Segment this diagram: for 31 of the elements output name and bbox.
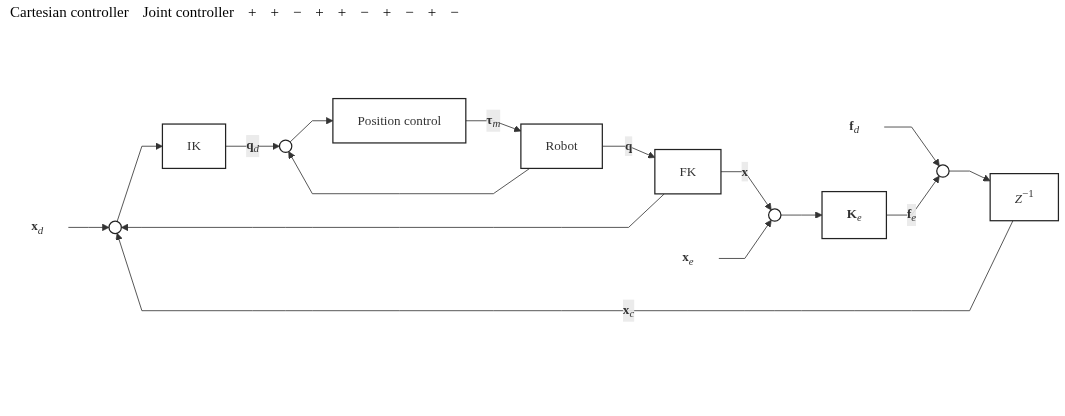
- node-circle: [108, 220, 122, 234]
- node-box: Z$^{−1}$: [989, 172, 1060, 222]
- node-box: FK: [654, 148, 722, 195]
- node-box: K$_{e}$: [821, 190, 888, 239]
- node-text: x$_{e}$: [682, 249, 694, 267]
- edge-label: q: [624, 138, 633, 153]
- sign-label: +: [270, 4, 279, 21]
- sign-label: −: [450, 4, 459, 21]
- node-text: f$_{d}$: [849, 118, 860, 136]
- edge-label: x: [741, 164, 749, 179]
- sign-label: −: [360, 4, 369, 21]
- sign-label: +: [427, 4, 437, 21]
- node-box: IK: [161, 123, 227, 169]
- sign-label: −: [405, 4, 414, 21]
- edge-label: f$_{e}$: [906, 206, 917, 224]
- sign-label: −: [292, 4, 302, 21]
- node-box: Robot: [520, 123, 603, 169]
- region-label: Joint controller: [142, 4, 234, 21]
- sign-label: +: [382, 4, 392, 21]
- sign-label: +: [337, 4, 347, 21]
- node-circle: [768, 208, 782, 222]
- node-text: x$_{d}$: [31, 218, 44, 236]
- node-circle: [278, 139, 293, 153]
- edge-label: τ$_{m}$: [486, 111, 501, 130]
- sign-label: +: [315, 4, 324, 21]
- region-label: Cartesian controller: [10, 4, 129, 21]
- edge-label: q$_{d}$: [246, 137, 259, 155]
- sign-label: +: [247, 4, 257, 21]
- edge-label: x$_{c}$: [622, 301, 635, 320]
- node-box: Position control: [332, 97, 467, 144]
- node-circle: [936, 164, 950, 178]
